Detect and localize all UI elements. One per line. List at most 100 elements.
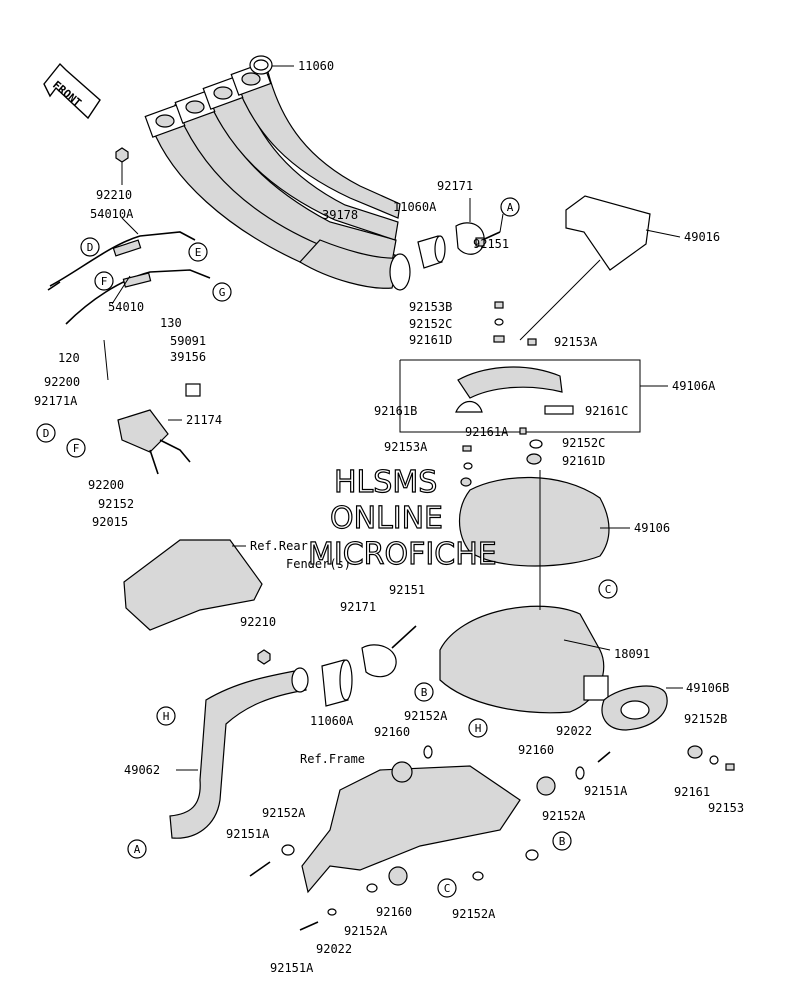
label-92200-upper: 92200 bbox=[44, 375, 80, 389]
callout-A2: A bbox=[127, 839, 147, 859]
gasket-11060 bbox=[249, 55, 294, 75]
callout-D2: D bbox=[36, 423, 56, 443]
label-11060A-lower: 11060A bbox=[310, 714, 354, 728]
label-92161C: 92161C bbox=[585, 404, 628, 418]
cover-49106A bbox=[399, 359, 668, 433]
label-39178: 39178 bbox=[322, 208, 358, 222]
label-92161D-top: 92161D bbox=[409, 333, 452, 347]
part-number-labels: 11060 92210 54010A 39178 11060A 92171 92… bbox=[34, 59, 744, 975]
label-49062: 49062 bbox=[124, 763, 160, 777]
label-92152B: 92152B bbox=[684, 712, 727, 726]
watermark-line-3: MICROFICHE bbox=[308, 537, 497, 572]
callout-C1: C bbox=[598, 579, 618, 599]
callout-B1: B bbox=[414, 682, 434, 702]
throttle-cables bbox=[47, 217, 211, 325]
label-92151-mid: 92151 bbox=[389, 583, 425, 597]
label-fender: Fender(s) bbox=[286, 557, 351, 571]
svg-text:H: H bbox=[163, 710, 170, 723]
label-39156: 39156 bbox=[170, 350, 206, 364]
callout-H1: H bbox=[156, 706, 176, 726]
callout-F2: F bbox=[66, 438, 86, 458]
label-21174: 21174 bbox=[186, 413, 222, 427]
nut-92210-lower bbox=[257, 649, 271, 665]
label-92152A-4: 92152A bbox=[344, 924, 388, 938]
callout-H2: H bbox=[468, 718, 488, 738]
front-arrow: FRONT bbox=[43, 62, 101, 120]
gasket-11060A-top bbox=[417, 235, 446, 269]
label-11060A-top: 11060A bbox=[393, 200, 437, 214]
label-92152A-3: 92152A bbox=[542, 809, 586, 823]
label-92022-top: 92022 bbox=[556, 724, 592, 738]
label-49106A: 49106A bbox=[672, 379, 716, 393]
label-49106B: 49106B bbox=[686, 681, 729, 695]
watermark: HLSMS ONLINE MICROFICHE bbox=[307, 464, 497, 572]
label-92171A: 92171A bbox=[34, 394, 78, 408]
label-92161: 92161 bbox=[674, 785, 710, 799]
label-92152: 92152 bbox=[98, 497, 134, 511]
svg-text:B: B bbox=[421, 686, 428, 699]
label-49016: 49016 bbox=[684, 230, 720, 244]
label-92152A-2: 92152A bbox=[262, 806, 306, 820]
svg-text:F: F bbox=[101, 275, 108, 288]
callout-markers: A D E F G D F C B H H A B C bbox=[36, 197, 618, 898]
label-ref-frame: Ref.Frame bbox=[300, 752, 365, 766]
rear-fender-ref bbox=[123, 539, 263, 631]
label-92153B: 92153B bbox=[409, 300, 452, 314]
label-92160-1: 92160 bbox=[374, 725, 410, 739]
fasteners-center bbox=[460, 301, 543, 487]
callout-C2: C bbox=[437, 878, 457, 898]
heat-shield-49016 bbox=[519, 195, 681, 341]
label-92160-3: 92160 bbox=[376, 905, 412, 919]
label-ref-rear: Ref.Rear bbox=[250, 539, 308, 553]
cover-49106 bbox=[459, 476, 630, 567]
svg-text:G: G bbox=[219, 286, 226, 299]
watermark-line-2: ONLINE bbox=[330, 501, 443, 536]
watermark-line-1: HLSMS bbox=[334, 465, 437, 500]
mid-pipe-49062 bbox=[169, 667, 309, 839]
callout-F1: F bbox=[94, 271, 114, 291]
label-92152C-top: 92152C bbox=[409, 317, 452, 331]
label-54010: 54010 bbox=[108, 300, 144, 314]
label-130: 130 bbox=[160, 316, 182, 330]
label-92151A-1: 92151A bbox=[584, 784, 628, 798]
label-92153: 92153 bbox=[708, 801, 744, 815]
label-92161B: 92161B bbox=[374, 404, 417, 418]
svg-text:E: E bbox=[195, 246, 202, 259]
bolt-92151-top bbox=[475, 213, 504, 247]
label-18091: 18091 bbox=[614, 647, 650, 661]
nut-92210-top bbox=[115, 147, 129, 185]
svg-text:D: D bbox=[87, 241, 94, 254]
callout-G1: G bbox=[212, 282, 232, 302]
svg-text:F: F bbox=[73, 442, 80, 455]
bracket-21174 bbox=[103, 339, 201, 475]
label-92161D-mid: 92161D bbox=[562, 454, 605, 468]
callout-A1: A bbox=[500, 197, 520, 217]
label-92171-mid: 92171 bbox=[340, 600, 376, 614]
label-92022-bottom: 92022 bbox=[316, 942, 352, 956]
label-92151A-3: 92151A bbox=[270, 961, 314, 975]
clamp-92171-lower bbox=[361, 625, 417, 678]
end-cover-49106B bbox=[601, 685, 683, 731]
label-92151A-2: 92151A bbox=[226, 827, 270, 841]
label-92161A: 92161A bbox=[465, 425, 509, 439]
svg-text:D: D bbox=[43, 427, 50, 440]
svg-text:C: C bbox=[605, 583, 612, 596]
label-54010A: 54010A bbox=[90, 207, 134, 221]
label-120: 120 bbox=[58, 351, 80, 365]
svg-text:B: B bbox=[559, 835, 566, 848]
label-92151-top: 92151 bbox=[473, 237, 509, 251]
label-59091: 59091 bbox=[170, 334, 206, 348]
frame-bracket bbox=[249, 745, 735, 931]
muffler-18091 bbox=[439, 470, 611, 714]
label-11060: 11060 bbox=[298, 59, 334, 73]
label-92152A-1: 92152A bbox=[404, 709, 448, 723]
callout-B2: B bbox=[552, 831, 572, 851]
svg-text:H: H bbox=[475, 722, 482, 735]
label-92152A-5: 92152A bbox=[452, 907, 496, 921]
label-92200-lower: 92200 bbox=[88, 478, 124, 492]
label-92210-top: 92210 bbox=[96, 188, 132, 202]
label-92015: 92015 bbox=[92, 515, 128, 529]
label-49106: 49106 bbox=[634, 521, 670, 535]
label-92171-top: 92171 bbox=[437, 179, 473, 193]
